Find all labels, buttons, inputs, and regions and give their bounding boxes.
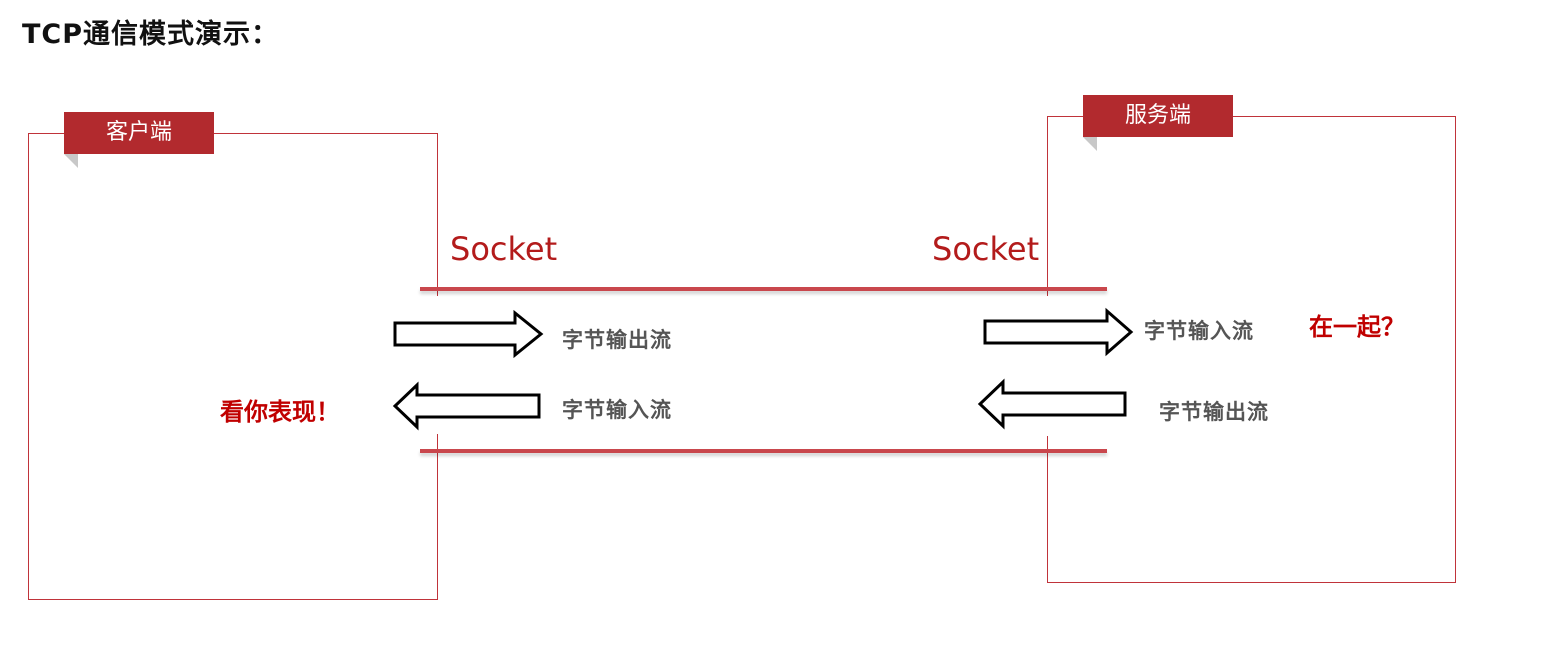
client-input-stream-label: 字节输入流 [562,398,672,422]
client-socket-label: Socket [450,230,558,268]
pipe-top-line [420,287,1107,291]
server-output-arrow-icon [977,378,1127,430]
server-socket-label: Socket [932,230,1040,268]
client-box-gap [437,296,440,434]
client-note: 看你表现！ [220,398,340,426]
server-input-stream-label: 字节输入流 [1144,319,1254,343]
pipe-bottom-line [420,449,1107,453]
server-tag: 服务端 [1083,95,1233,137]
client-input-arrow-icon [392,381,541,431]
client-tag-fold [64,154,78,168]
server-input-arrow-icon [983,307,1134,357]
client-tag: 客户端 [64,112,214,154]
server-output-stream-label: 字节输出流 [1159,400,1269,424]
page-title: TCP通信模式演示： [22,19,280,50]
client-output-stream-label: 字节输出流 [562,328,672,352]
server-tag-fold [1083,137,1097,151]
server-box-gap [1046,296,1049,436]
client-output-arrow-icon [393,309,544,359]
client-box [28,133,438,600]
server-note: 在一起？ [1309,313,1405,341]
